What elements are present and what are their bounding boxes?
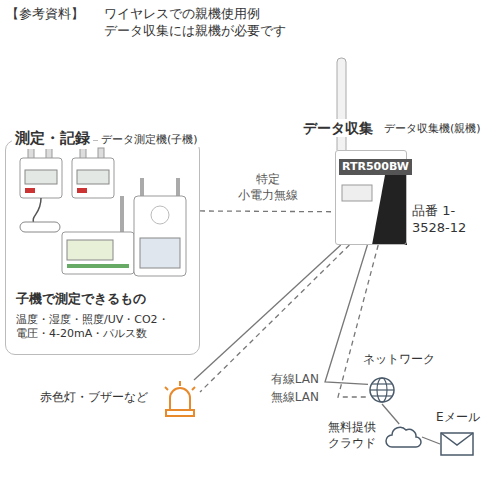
antenna [337, 58, 346, 154]
base-station [335, 58, 407, 245]
cloud-icon-outline [384, 424, 422, 450]
network-label: ネットワーク [363, 352, 435, 368]
logger-stripe [67, 264, 129, 268]
logger-body [72, 158, 114, 198]
network-globe-outline [368, 376, 396, 404]
connector-line [338, 245, 378, 397]
connector-label: 有線LAN [255, 372, 319, 388]
group-heading: 測定・記録 [12, 129, 93, 149]
lamp-label: 赤色灯・ブザーなど [40, 390, 148, 406]
envelope-flap [441, 433, 473, 445]
globe-parallel [370, 389, 394, 390]
connector-line [200, 245, 349, 392]
base-station-box: データ収集データ収集機(親機)RTR500BW品番 1-3528-12 [335, 150, 407, 245]
globe-parallel [372, 395, 392, 396]
globe-outline [370, 378, 394, 402]
group-subheading: データ測定機(子機) [98, 133, 201, 147]
sensor-vent [151, 206, 169, 224]
antenna [176, 178, 180, 198]
email-icon: Eメール [440, 432, 474, 456]
measurement-list: 温度・湿度・照度/UV・CO2・ 電圧・4-20mA・パルス数 [16, 313, 194, 342]
station-heading: データ収集 [301, 119, 375, 137]
email-label: Eメール [436, 410, 480, 426]
connector-label: 無線LAN [255, 390, 319, 406]
lamp-base [166, 410, 194, 416]
logger-body [134, 196, 186, 276]
station-screen [342, 185, 372, 201]
logger-screen [25, 170, 57, 184]
lamp-dome [170, 388, 190, 410]
list-heading: 子機で測定できるもの [16, 291, 194, 308]
logger-screen [67, 240, 113, 260]
part-number: 品番 1-3528-12 [412, 203, 487, 237]
page-title: ワイヤレスでの親機使用例 データ収集には親機が必要です [104, 6, 354, 40]
antenna [140, 178, 144, 198]
alarm-lamp-outline [160, 380, 200, 420]
connector-line [422, 437, 440, 444]
cloud-outline [386, 427, 421, 447]
reference-tag: 【参考資料】 [6, 6, 84, 23]
child-device-group: 測定・記録データ測定機(子機)子機で測定できるもの温度・湿度・照度/UV・CO2… [5, 140, 200, 355]
probe-sensor [20, 222, 60, 232]
cloud-label: 無料提供 クラウド [314, 420, 376, 451]
connector-line [200, 210, 335, 212]
alarm-lamp: 赤色灯・ブザーなど [160, 380, 200, 420]
tall-logger [134, 178, 186, 276]
logger-body [62, 232, 134, 274]
station-subheading: データ収集機(親機) [384, 122, 481, 136]
station-panel [372, 175, 407, 245]
antenna [120, 196, 124, 234]
cloud-icon: 無料提供 クラウド [384, 424, 422, 450]
lamp-ray [165, 387, 168, 390]
logo-mark [77, 188, 87, 193]
logo-mark [25, 188, 35, 193]
connector-label: 特定 小電力無線 [230, 172, 306, 203]
wide-logger [62, 196, 134, 274]
lamp-ray [192, 387, 195, 390]
email-icon-outline [440, 432, 474, 456]
model-badge: RTR500BW [339, 159, 412, 175]
logger-body [20, 158, 62, 198]
logger-a [20, 148, 62, 198]
probe-cable [33, 198, 41, 224]
lamp-ray [179, 381, 181, 386]
connector-line [382, 404, 399, 424]
globe-parallel [372, 383, 392, 384]
logger-b [72, 148, 114, 198]
logger-screen [140, 238, 180, 268]
network-globe: ネットワーク [368, 376, 396, 404]
logger-screen [77, 170, 109, 184]
connector-line [194, 245, 341, 380]
connector-line [325, 245, 368, 384]
envelope-outline [441, 433, 473, 455]
